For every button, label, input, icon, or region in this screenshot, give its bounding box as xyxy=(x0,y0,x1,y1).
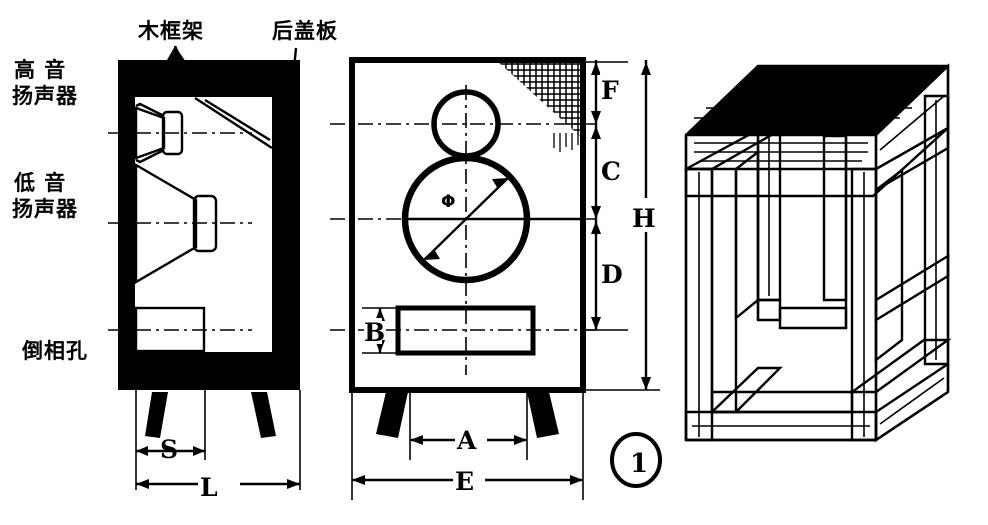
dimension-A: A xyxy=(409,392,528,460)
dim-C-label: C xyxy=(601,157,621,186)
tweeter-magnet xyxy=(161,110,184,156)
leader-back-panel xyxy=(286,47,298,131)
dimension-H: H xyxy=(583,60,660,391)
dimension-B: B xyxy=(362,307,400,354)
leg-front-right xyxy=(527,392,559,438)
callout-leaders xyxy=(167,45,298,131)
leg-front-left xyxy=(376,392,408,438)
dimension-F: F xyxy=(583,60,628,124)
label-back-panel: 后盖板 xyxy=(272,19,338,43)
top-right-band-grain xyxy=(879,95,945,151)
dim-F-label: F xyxy=(601,76,619,105)
tweeter-driver-section xyxy=(134,102,184,164)
dim-H-label: H xyxy=(632,204,656,233)
dim-D-label: D xyxy=(601,260,623,289)
dim-L-label: L xyxy=(200,473,218,502)
interior-bracing xyxy=(194,96,273,150)
leg-front-highlights xyxy=(384,399,551,421)
tweeter-surround xyxy=(135,102,165,118)
cabinet-bottom-wall xyxy=(118,352,300,390)
dimension-E: E xyxy=(351,392,584,500)
woofer-diameter-arrow: Φ xyxy=(423,177,509,261)
figure-number-badge: 1 xyxy=(610,432,662,488)
label-port: 倒相孔 xyxy=(21,339,88,363)
rail-top-left-diagonal xyxy=(685,128,785,171)
dimension-D: D xyxy=(583,219,628,331)
leg-highlights xyxy=(154,399,270,421)
front-baffle-woodgrain xyxy=(121,179,133,351)
floor-rail-left-diagonal xyxy=(709,366,783,414)
leg-left xyxy=(145,392,168,438)
isometric-frame-view xyxy=(684,63,952,443)
cabinet-legs-side xyxy=(145,392,276,438)
dimension-L: L xyxy=(136,390,301,502)
dim-A-label: A xyxy=(456,426,477,455)
dim-E-label: E xyxy=(455,467,474,496)
label-wood-frame: 木框架 xyxy=(137,19,204,43)
label-tweeter-line1: 高 音 xyxy=(14,58,66,82)
dimension-S: S xyxy=(135,390,206,490)
dimension-C: C xyxy=(591,124,622,219)
figure-number-circle xyxy=(610,432,662,488)
side-cross-section-view: S L xyxy=(108,60,301,502)
top-band-grain xyxy=(694,71,935,132)
label-woofer-line1: 低 音 xyxy=(13,171,66,195)
cabinet-top-wall xyxy=(118,60,300,97)
tweeter-surround-lower xyxy=(135,148,165,164)
front-panel-outline xyxy=(349,57,586,393)
top-wall-woodgrain xyxy=(139,65,291,91)
diameter-symbol-label: Φ xyxy=(441,192,455,212)
leg-right xyxy=(251,392,276,438)
label-tweeter-line2: 扬声器 xyxy=(12,84,78,108)
leader-wood-frame-arrow xyxy=(167,46,186,62)
dim-B-label: B xyxy=(364,318,385,347)
grille-mesh-fade xyxy=(553,133,579,152)
cabinet-legs-front xyxy=(376,392,559,438)
bottom-wall-woodgrain xyxy=(139,357,291,385)
figure-number-label: 1 xyxy=(630,449,648,479)
woofer-cone xyxy=(134,162,198,285)
label-woofer-line2: 扬声器 xyxy=(12,197,78,221)
back-panel-woodgrain xyxy=(276,65,297,388)
side-view-centerlines xyxy=(108,132,252,331)
bottom-right-band-grain xyxy=(879,377,945,425)
dim-S-label: S xyxy=(160,435,178,464)
cabinet-front-baffle xyxy=(118,60,135,390)
frame-edge-strokes xyxy=(684,96,950,442)
